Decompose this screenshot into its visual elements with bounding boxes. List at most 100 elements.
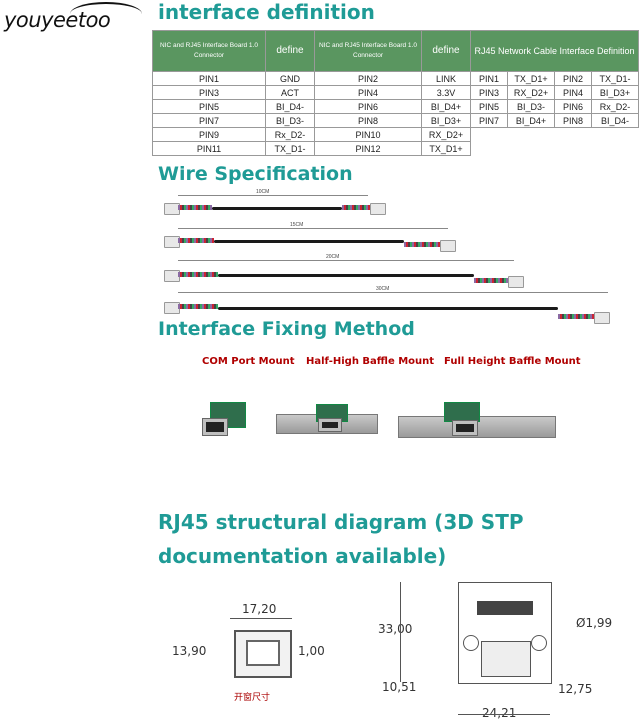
heading-interface-definition: interface definition xyxy=(158,0,375,24)
dim-height: 13,90 xyxy=(172,644,207,658)
table-blank xyxy=(471,142,639,156)
header-define2: define xyxy=(421,30,471,72)
table-cell: BI_D3- xyxy=(507,99,555,114)
header-nic1: NIC and RJ45 Interface Board 1.0 Connect… xyxy=(152,30,266,72)
cable-body xyxy=(212,207,342,210)
table-cell: BI_D3+ xyxy=(591,85,639,100)
table-cell: BI_D4+ xyxy=(421,99,471,114)
table-header-row: NIC and RJ45 Interface Board 1.0 Connect… xyxy=(152,30,639,72)
table-cell: BI_D3+ xyxy=(421,113,471,128)
rj45-window xyxy=(246,640,280,666)
table-cell: PIN8 xyxy=(314,113,422,128)
table-row: PIN11 TX_D1- PIN12 TX_D1+ xyxy=(152,141,639,156)
header-nic2: NIC and RJ45 Interface Board 1.0 Connect… xyxy=(314,30,422,72)
table-cell: Rx_D2- xyxy=(591,99,639,114)
table-row: PIN3 ACT PIN4 3.3V PIN3 RX_D2+ PIN4 BI_D… xyxy=(152,85,639,100)
mount-hole-left xyxy=(463,635,479,651)
dimension-line xyxy=(178,195,368,196)
table-cell: PIN9 xyxy=(152,127,266,142)
table-cell: PIN5 xyxy=(470,99,508,114)
table-cell: RX_D2+ xyxy=(421,127,471,142)
rj45-jack xyxy=(202,418,228,436)
table-cell: PIN1 xyxy=(152,71,266,86)
table-cell: PIN6 xyxy=(314,99,422,114)
cable-label: 30CM xyxy=(374,286,392,292)
table-cell: PIN8 xyxy=(554,113,592,128)
table-cell: BI_D4- xyxy=(591,113,639,128)
table-cell: 3.3V xyxy=(421,85,471,100)
cable-20cm: 20CM xyxy=(164,254,524,288)
rj45-window-drawing: 17,20 13,90 1,00 开窗尺寸 xyxy=(172,600,325,710)
dim-line xyxy=(230,618,292,619)
table-cell: TX_D1- xyxy=(265,141,315,156)
table-cell: PIN2 xyxy=(554,71,592,86)
dimension-line xyxy=(178,292,608,293)
table-cell: PIN11 xyxy=(152,141,266,156)
mount-label-full: Full Height Baffle Mount xyxy=(444,356,581,367)
heading-interface-fixing: Interface Fixing Method xyxy=(158,318,415,340)
cable-label: 10CM xyxy=(254,189,272,195)
wire-bundle xyxy=(404,242,440,247)
dim-width: 17,20 xyxy=(242,602,277,616)
table-cell: BI_D3- xyxy=(265,113,315,128)
dim-line xyxy=(400,582,401,682)
table-cell: PIN6 xyxy=(554,99,592,114)
table-cell: Rx_D2- xyxy=(265,127,315,142)
connector-header xyxy=(477,601,533,615)
dim-bottom-width: 24,21 xyxy=(482,706,517,720)
wire-bundle xyxy=(178,205,212,210)
window-caption: 开窗尺寸 xyxy=(234,693,271,703)
table-cell: PIN2 xyxy=(314,71,422,86)
rj45-jack xyxy=(452,420,478,436)
table-cell: PIN7 xyxy=(152,113,266,128)
table-cell: TX_D1+ xyxy=(421,141,471,156)
dimension-line xyxy=(178,228,448,229)
dim-board-height: 33,00 xyxy=(378,622,413,636)
cable-body xyxy=(214,240,404,243)
table-cell: PIN1 xyxy=(470,71,508,86)
logo-arc xyxy=(70,2,142,26)
table-cell: PIN7 xyxy=(470,113,508,128)
brand-logo: youyeetoo xyxy=(4,2,142,32)
table-cell: LINK xyxy=(421,71,471,86)
wire-bundle xyxy=(178,272,218,277)
wire-bundle xyxy=(178,304,218,309)
table-cell: PIN5 xyxy=(152,99,266,114)
table-cell: PIN3 xyxy=(152,85,266,100)
table-cell: RX_D2+ xyxy=(507,85,555,100)
cable-body xyxy=(218,307,558,310)
rj45-board-drawing: 33,00 Ø1,99 10,51 12,75 24,21 xyxy=(376,580,616,720)
mount-hole-right xyxy=(531,635,547,651)
dim-offset: 1,00 xyxy=(298,644,325,658)
table-row: PIN5 BI_D4- PIN6 BI_D4+ PIN5 BI_D3- PIN6… xyxy=(152,99,639,114)
dim-right-offset: 12,75 xyxy=(558,682,593,696)
table-cell: BI_D4- xyxy=(265,99,315,114)
table-cell: GND xyxy=(265,71,315,86)
table-cell: PIN4 xyxy=(554,85,592,100)
cable-body xyxy=(218,274,474,277)
connector xyxy=(594,312,610,324)
connector xyxy=(508,276,524,288)
table-row: PIN9 Rx_D2- PIN10 RX_D2+ xyxy=(152,127,639,142)
connector xyxy=(440,240,456,252)
heading-wire-specification: Wire Specification xyxy=(158,163,353,185)
table-cell: PIN10 xyxy=(314,127,422,142)
header-rj45: RJ45 Network Cable Interface Definition xyxy=(470,30,639,72)
table-cell: PIN4 xyxy=(314,85,422,100)
cable-15cm: 15CM xyxy=(164,222,456,254)
table-row: PIN1 GND PIN2 LINK PIN1 TX_D1+ PIN2 TX_D… xyxy=(152,71,639,86)
cable-10cm: 10CM xyxy=(164,189,386,221)
cable-label: 20CM xyxy=(324,254,342,260)
dimension-line xyxy=(178,260,514,261)
wire-bundle xyxy=(474,278,508,283)
cable-label: 15CM xyxy=(288,222,306,228)
dim-left-offset: 10,51 xyxy=(382,680,417,694)
rj45-body xyxy=(481,641,531,677)
mount-label-half: Half-High Baffle Mount xyxy=(306,356,435,367)
mount-label-com: COM Port Mount xyxy=(202,356,295,367)
connector xyxy=(370,203,386,215)
heading-rj45-structural: RJ45 structural diagram (3D STP document… xyxy=(158,510,524,568)
dim-hole: Ø1,99 xyxy=(576,616,613,630)
wire-bundle xyxy=(342,205,370,210)
wire-bundle xyxy=(178,238,214,243)
